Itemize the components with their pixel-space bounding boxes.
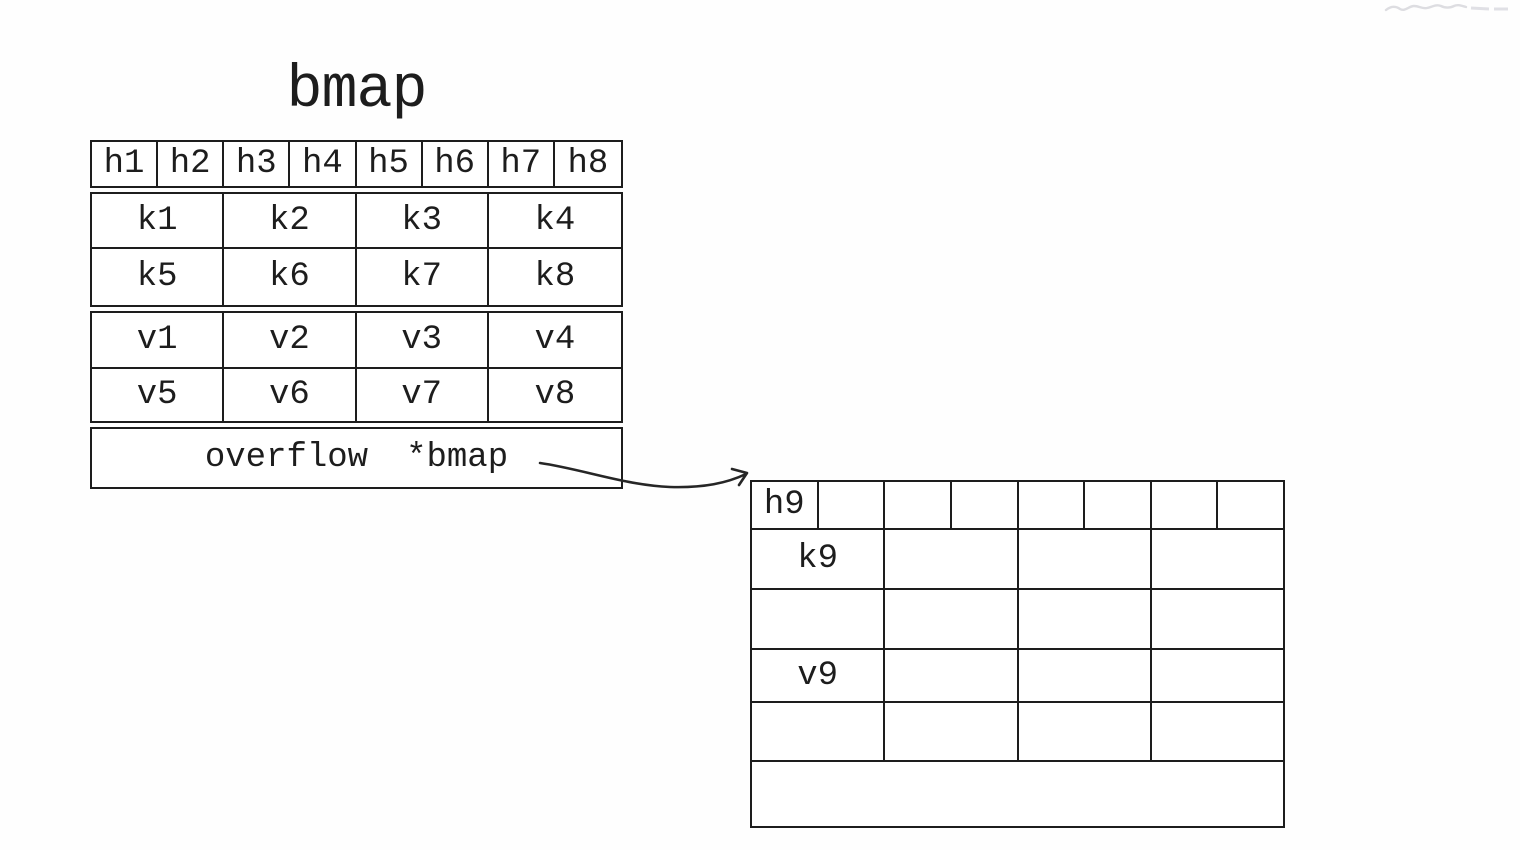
key-cell: k8 — [534, 258, 576, 296]
bucket-keys-grid: k1 k2 k3 k4 k5 k6 k7 k8 — [90, 192, 623, 307]
tophash-cell: h7 — [489, 142, 555, 186]
overflow-pointer-arrow — [538, 461, 749, 489]
key-cell: k2 — [224, 194, 357, 249]
value-cell — [1019, 703, 1152, 760]
value-cell — [1152, 650, 1283, 701]
key-cell: k4 — [488, 194, 621, 249]
value-cell: v3 — [356, 313, 489, 369]
overflow-bucket-key-row: k9 — [752, 528, 1283, 588]
overflow-bucket-key-row — [752, 588, 1283, 648]
key-cell — [885, 590, 1019, 648]
value-cell: v1 — [92, 313, 225, 369]
tophash-cell: h6 — [423, 142, 489, 186]
value-cell — [752, 703, 886, 760]
tophash-cell: h3 — [224, 142, 291, 186]
bucket-overflow-cell: overflow *bmap — [90, 427, 623, 489]
value-cell: v8 — [534, 376, 576, 414]
tophash-cell: h9 — [752, 482, 819, 528]
overflow-bucket-overflow-cell — [752, 760, 1283, 826]
overflow-bucket-value-row — [752, 701, 1283, 760]
bucket-tophash-row: h1 h2 h3 h4 h5 h6 h7 h8 — [90, 140, 623, 188]
tophash-cell — [819, 482, 886, 528]
tophash-cell: h1 — [92, 142, 159, 186]
key-cell: k3 — [356, 194, 489, 249]
tophash-cell: h5 — [357, 142, 423, 186]
value-cell: v7 — [357, 369, 489, 421]
key-cell — [885, 530, 1019, 588]
value-cell: v6 — [224, 369, 357, 421]
tophash-cell — [1085, 482, 1152, 528]
value-cell — [885, 703, 1019, 760]
key-cell — [752, 590, 886, 648]
key-cell: k9 — [752, 530, 886, 588]
key-cell — [1152, 590, 1283, 648]
tophash-cell — [1019, 482, 1086, 528]
tophash-cell: h2 — [158, 142, 225, 186]
key-cell: k7 — [357, 249, 489, 305]
key-cell: k1 — [92, 194, 225, 249]
tophash-cell — [1218, 482, 1283, 528]
value-cell — [1152, 703, 1283, 760]
value-cell — [885, 650, 1019, 701]
value-cell: v4 — [488, 313, 621, 369]
tophash-cell — [952, 482, 1019, 528]
overflow-bucket-table: h9 k9 v9 — [750, 480, 1285, 828]
bucket-values-grid: v1 v2 v3 v4 v5 v6 v7 v8 — [90, 311, 623, 423]
diagram-title: bmap — [286, 57, 427, 125]
value-cell: v9 — [752, 650, 886, 701]
key-cell — [1019, 530, 1152, 588]
tophash-cell — [885, 482, 952, 528]
key-cell — [1019, 590, 1152, 648]
overflow-type-label: *bmap — [406, 439, 509, 477]
overflow-bucket-tophash-row: h9 — [752, 482, 1283, 528]
tophash-cell: h8 — [567, 145, 609, 183]
key-cell — [1152, 530, 1283, 588]
value-cell: v5 — [92, 369, 225, 421]
tophash-cell — [1152, 482, 1219, 528]
overflow-pointer-cell — [752, 762, 1283, 826]
key-cell: k6 — [224, 249, 357, 305]
value-cell: v2 — [224, 313, 357, 369]
key-cell: k5 — [92, 249, 225, 305]
overflow-bucket-value-row: v9 — [752, 648, 1283, 701]
tophash-cell: h4 — [290, 142, 357, 186]
faint-scribble-mark — [1384, 3, 1508, 12]
overflow-field-label: overflow — [204, 439, 369, 477]
value-cell — [1019, 650, 1152, 701]
